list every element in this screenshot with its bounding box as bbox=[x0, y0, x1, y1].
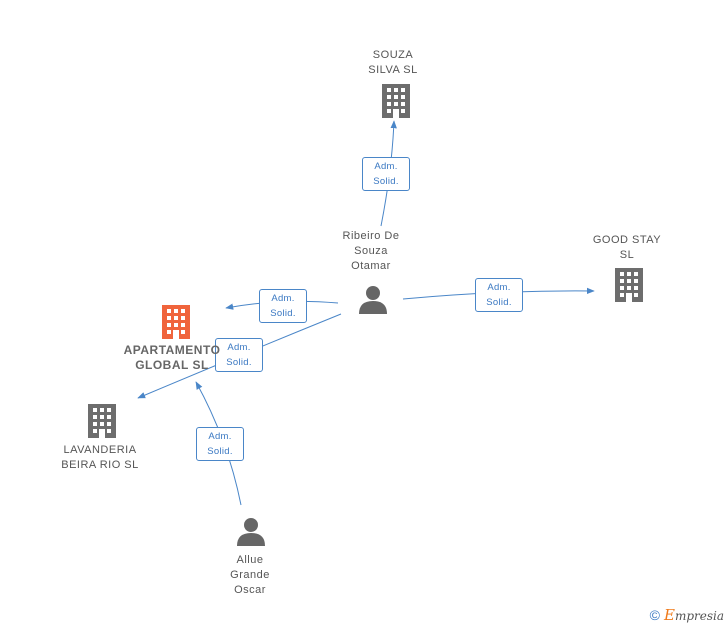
person-icon[interactable] bbox=[236, 517, 266, 547]
copyright-icon: © bbox=[649, 607, 660, 623]
person-icon[interactable] bbox=[358, 285, 388, 315]
node-label-souza-silva[interactable]: SOUZA SILVA SL bbox=[368, 49, 418, 76]
node-label-ribeiro[interactable]: Ribeiro De Souza Otamar bbox=[342, 230, 400, 272]
building-icon[interactable] bbox=[86, 404, 118, 438]
building-icon[interactable] bbox=[380, 84, 412, 118]
edge-label-souza: Adm. Solid. bbox=[362, 157, 410, 191]
brand-logo[interactable]: Empresia bbox=[663, 606, 724, 624]
node-label-lavanderia[interactable]: LAVANDERIA BEIRA RIO SL bbox=[61, 444, 139, 471]
edge-label-lavanderia: Adm. Solid. bbox=[215, 338, 263, 372]
building-icon[interactable] bbox=[613, 268, 645, 302]
node-label-apartamento[interactable]: APARTAMENTO GLOBAL SL bbox=[123, 343, 221, 372]
building-focus-icon[interactable] bbox=[160, 305, 192, 339]
footer-brand: © Empresia bbox=[650, 606, 724, 624]
edge-label-allue: Adm. Solid. bbox=[196, 427, 244, 461]
node-label-good-stay[interactable]: GOOD STAY SL bbox=[592, 234, 662, 261]
edge-label-apartamento: Adm. Solid. bbox=[259, 289, 307, 323]
node-label-allue[interactable]: Allue Grande Oscar bbox=[230, 554, 270, 596]
edge-label-goodstay: Adm. Solid. bbox=[475, 278, 523, 312]
